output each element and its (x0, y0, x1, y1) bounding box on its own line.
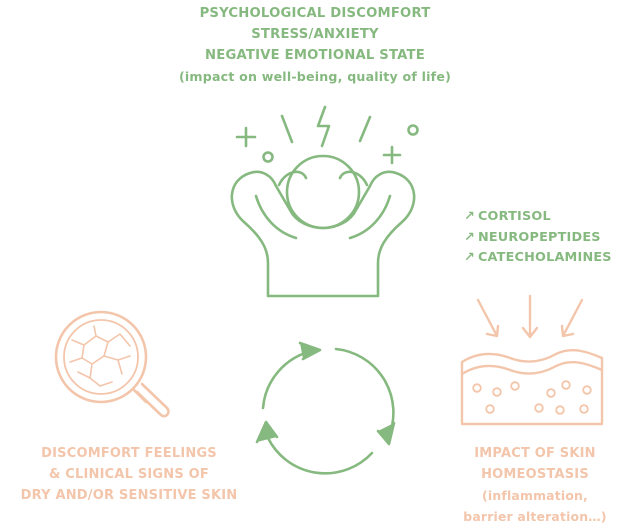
top-caption-line-3: NEGATIVE EMOTIONAL STATE (205, 48, 425, 63)
top-caption-line-2: STRESS/ANXIETY (251, 27, 379, 42)
left-forearm (254, 194, 298, 240)
arrow-down-icon-center (521, 294, 539, 339)
hormone-list: ↗CORTISOL ↗NEUROPEPTIDES ↗CATECHOLAMINES (464, 207, 612, 269)
left-caption-line-3: DRY AND/OR SENSITIVE SKIN (20, 488, 238, 503)
arrow-down-icon-left (476, 298, 500, 338)
top-caption-line-4: (impact on well-being, quality of life) (178, 69, 452, 84)
up-right-arrow-icon: ↗ (464, 250, 475, 265)
stressed-person-icon (230, 105, 419, 298)
cycle-arrowhead-left (255, 420, 279, 444)
body-outline (230, 170, 416, 298)
right-caption-line-2: HOMEOSTASIS (481, 467, 589, 482)
left-caption: DISCOMFORT FEELINGS & CLINICAL SIGNS OF … (0, 443, 258, 506)
hormone-item-cortisol: ↗CORTISOL (464, 209, 551, 224)
cycle-arc-right (334, 347, 395, 438)
right-caption: IMPACT OF SKIN HOMEOSTASIS (inflammation… (440, 443, 630, 527)
left-caption-line-2: & CLINICAL SIGNS OF (48, 467, 210, 482)
plus-icon-right (382, 145, 402, 165)
cycle-arc-bottom (266, 436, 374, 475)
dot-icon-right (407, 124, 419, 136)
right-hand (338, 170, 369, 187)
right-caption-line-4: barrier alteration…) (463, 509, 607, 524)
cycle-arrows-icon (255, 341, 396, 475)
skin-surface (460, 360, 604, 376)
cycle-arrowhead-top (298, 341, 322, 361)
cycle-arrowhead-right (376, 421, 396, 446)
top-caption: PSYCHOLOGICAL DISCOMFORT STRESS/ANXIETY … (100, 3, 530, 87)
dot-icon-left (262, 151, 274, 163)
up-right-arrow-icon: ↗ (464, 209, 475, 224)
hormone-item-neuropeptides: ↗NEUROPEPTIDES (464, 229, 601, 245)
spark-line-right-icon (358, 115, 372, 143)
hormone-item-catecholamines: ↗CATECHOLAMINES (464, 250, 612, 265)
spark-bolt-icon (316, 105, 331, 148)
spark-line-left-icon (280, 114, 294, 144)
right-forearm (348, 194, 392, 240)
plus-icon-left (235, 126, 257, 148)
head-shape (285, 154, 361, 230)
arrow-down-icon-right (560, 298, 584, 338)
right-caption-line-3: (inflammation, (482, 488, 588, 503)
magnifier-handle (131, 382, 170, 418)
skin-cross-section-icon (460, 294, 604, 426)
left-caption-line-1: DISCOMFORT FEELINGS (41, 446, 217, 461)
right-caption-line-1: IMPACT OF SKIN (474, 446, 596, 461)
top-caption-line-1: PSYCHOLOGICAL DISCOMFORT (199, 6, 431, 21)
up-right-arrow-icon: ↗ (464, 229, 475, 245)
magnifying-glass-dry-skin-icon (54, 310, 170, 418)
left-hand (277, 170, 308, 187)
skin-block (460, 348, 604, 426)
